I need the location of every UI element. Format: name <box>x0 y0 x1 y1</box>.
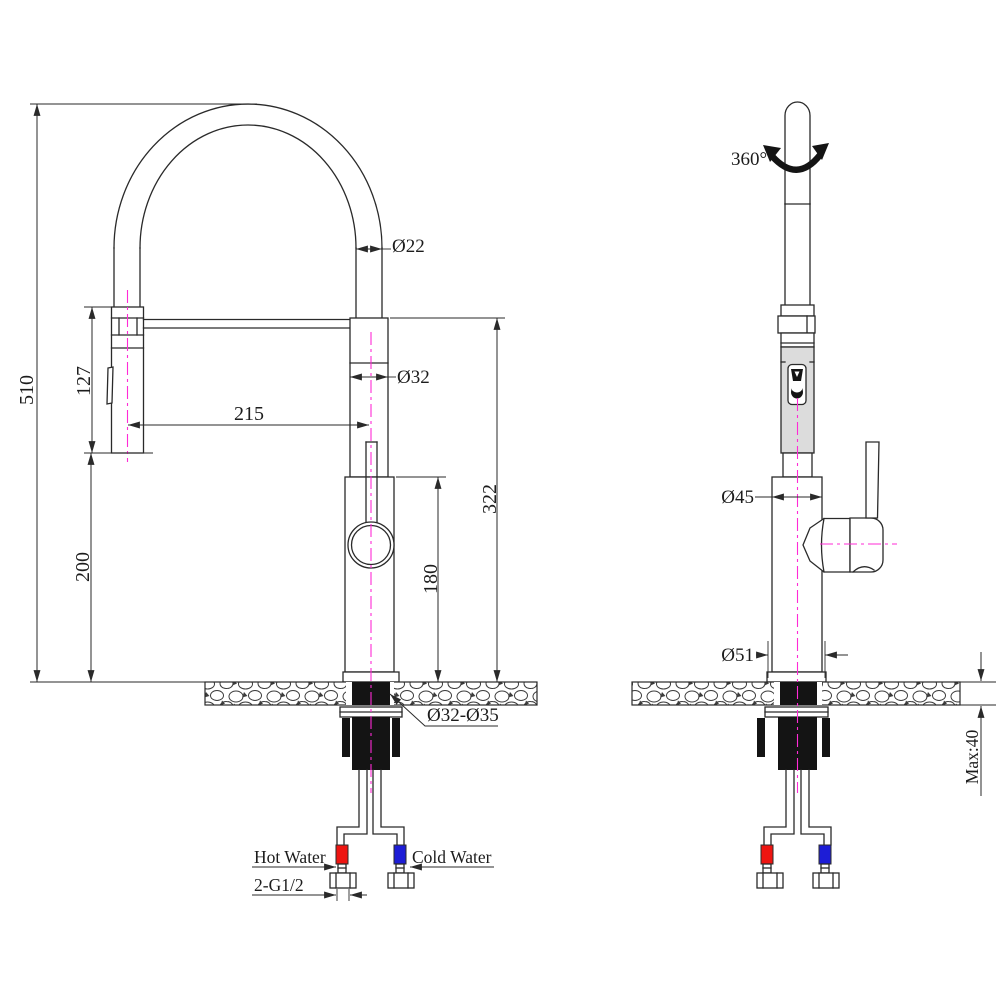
faucet-body-front <box>342 476 400 683</box>
supply-hoses-side <box>756 769 840 889</box>
cold-water-label: Cold Water <box>412 847 492 867</box>
rotation-arrow: 360° <box>731 143 829 173</box>
dimensions-side: Ø45 Ø51 Max:40 <box>721 487 996 796</box>
swivel-angle-label: 360° <box>731 149 767 170</box>
spray-head-side <box>777 304 816 478</box>
dim-dia45-label: Ø45 <box>721 487 754 508</box>
dimensions-front: 510 127 200 215 Ø22 Ø32 322 180 Ø32-Ø35 <box>16 103 505 901</box>
dim-mounting-hole-label: Ø32-Ø35 <box>427 705 499 726</box>
spring-hose-arc <box>113 103 383 319</box>
front-view: 510 127 200 215 Ø22 Ø32 322 180 Ø32-Ø35 <box>16 103 538 901</box>
dim-dia51-label: Ø51 <box>721 645 754 666</box>
dim-215-label: 215 <box>234 403 264 425</box>
handle-base <box>849 517 884 573</box>
dim-200-label: 200 <box>72 552 94 582</box>
dim-322-label: 322 <box>479 484 501 514</box>
base-flange-side <box>766 671 827 683</box>
spray-clip-lever <box>106 366 114 405</box>
faucet-column-front <box>349 317 389 478</box>
supply-hoses-front <box>329 769 415 889</box>
thread-spec-label: 2-G1/2 <box>254 875 304 895</box>
dim-max40-label: Max:40 <box>962 730 982 785</box>
hot-water-label: Hot Water <box>254 847 326 867</box>
spray-head-front <box>106 306 145 454</box>
hot-water-hose-end-side <box>760 844 774 865</box>
side-view: 360° <box>631 101 996 889</box>
cold-hose-nut <box>387 872 415 889</box>
dim-180-label: 180 <box>420 564 442 594</box>
dim-127-label: 127 <box>73 366 95 396</box>
dim-510-label: 510 <box>16 375 38 405</box>
threaded-shank-side <box>780 682 817 705</box>
dim-dia22-label: Ø22 <box>392 236 425 257</box>
countertop-side <box>631 681 961 706</box>
dim-dia32-label: Ø32 <box>397 367 430 388</box>
under-counter-mounting-side <box>757 706 830 770</box>
swivel-spout-side <box>784 101 811 306</box>
hot-hose-nut <box>329 872 357 889</box>
cold-water-hose-end <box>393 844 407 865</box>
hot-water-hose-end <box>335 844 349 865</box>
handle-lever <box>865 441 880 519</box>
cold-water-hose-end-side <box>818 844 832 865</box>
